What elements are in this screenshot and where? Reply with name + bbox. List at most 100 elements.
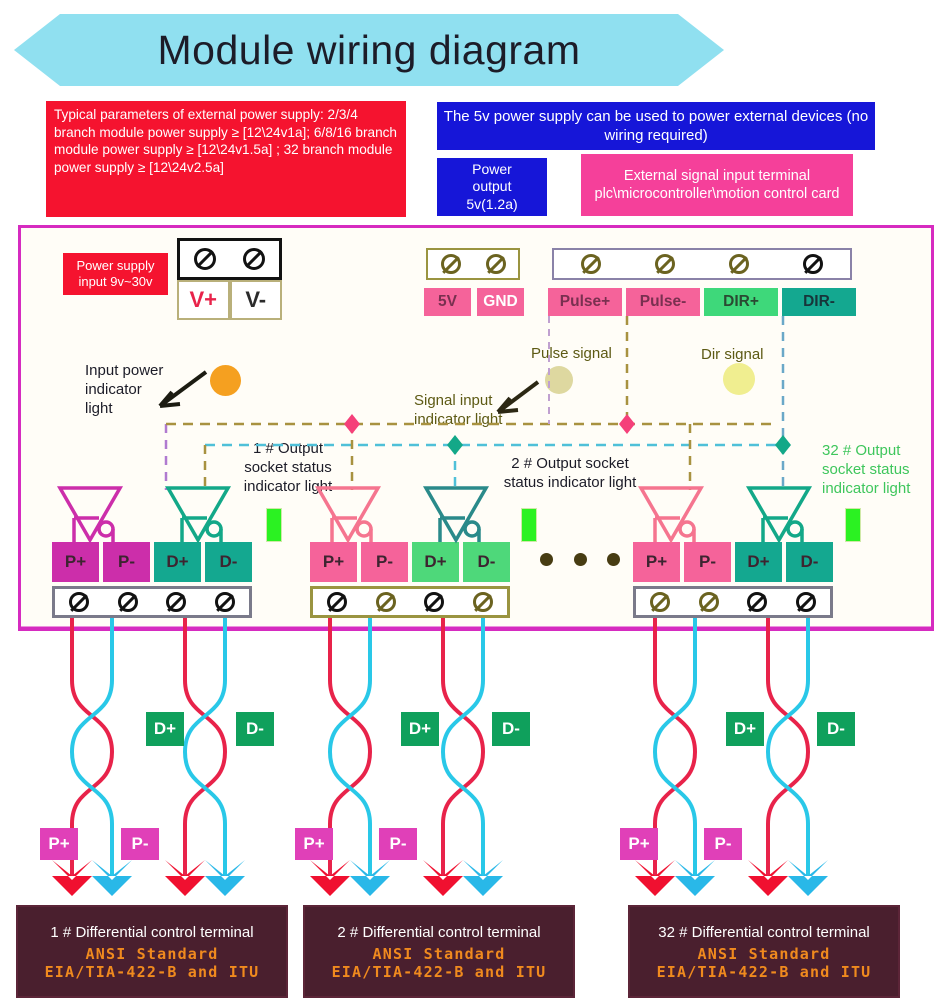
pulse-signal-label: Pulse signal: [531, 345, 612, 362]
ellipsis-dot: [573, 553, 587, 566]
pad-p-minus-2[interactable]: P-: [361, 542, 408, 582]
twisted-pair-1b: [165, 618, 245, 896]
diff-standard-line1-2: ANSI Standard: [372, 945, 506, 963]
power-supply-input-label: Power supply input 9v~30v: [63, 253, 168, 295]
diff-standard-line1-32: ANSI Standard: [697, 945, 831, 963]
output-pad-row-1: P+ P- D+ D-: [52, 542, 252, 582]
external-signal-input-box: External signal input terminal plc\micro…: [581, 154, 853, 216]
differential-terminal-box-1: 1 # Differential control terminal ANSI S…: [16, 905, 288, 998]
pad-5v[interactable]: 5V: [424, 288, 471, 316]
pad-p-plus-2[interactable]: P+: [310, 542, 357, 582]
wire-label-p-minus-32: P-: [704, 828, 742, 860]
diff-title-2: 2 # Differential control terminal: [337, 924, 541, 941]
screw-terminal-icon[interactable]: [803, 254, 823, 274]
wire-label-d-plus-32: D+: [726, 712, 764, 746]
socket-status-label-32: 32 # Output socket status indicator ligh…: [822, 442, 911, 497]
pad-dir-minus[interactable]: DIR-: [782, 288, 856, 316]
diff-standard-line1-1: ANSI Standard: [85, 945, 219, 963]
screw-terminal-icon[interactable]: [166, 592, 187, 612]
screw-terminal-icon[interactable]: [655, 254, 675, 274]
pad-p-minus-32[interactable]: P-: [684, 542, 731, 582]
pad-d-plus-2[interactable]: D+: [412, 542, 459, 582]
wire-label-d-plus-2: D+: [401, 712, 439, 746]
screw-terminal-icon[interactable]: [193, 248, 216, 270]
title-banner: Module wiring diagram: [14, 14, 724, 86]
wire-label-d-plus-1: D+: [146, 712, 184, 746]
pad-pulse-minus[interactable]: Pulse-: [626, 288, 700, 316]
diff-standard-line2-32: EIA/TIA-422-B and ITU: [656, 963, 872, 981]
differential-terminal-box-2: 2 # Differential control terminal ANSI S…: [303, 905, 575, 998]
pad-gnd[interactable]: GND: [477, 288, 524, 316]
diff-standard-line2-1: EIA/TIA-422-B and ITU: [44, 963, 260, 981]
input-power-indicator-label: Input power indicator light: [85, 362, 164, 417]
screw-terminal-icon[interactable]: [214, 592, 235, 612]
wire-label-d-minus-32: D-: [817, 712, 855, 746]
screw-terminal-icon[interactable]: [747, 592, 768, 612]
pad-d-minus-32[interactable]: D-: [786, 542, 833, 582]
twisted-pair-32a: [635, 618, 715, 896]
socket-status-label-1: 1 # Output socket status indicator light: [243, 440, 333, 495]
output-status-led-32-icon: [845, 508, 861, 542]
power-supply-parameters-box: Typical parameters of external power sup…: [46, 101, 406, 217]
ellipsis-dot: [607, 553, 620, 566]
ellipsis-dots: [540, 553, 620, 569]
screw-terminal-icon[interactable]: [795, 592, 816, 612]
ellipsis-dot: [540, 553, 553, 566]
pad-d-plus-32[interactable]: D+: [735, 542, 782, 582]
pad-v-plus[interactable]: V+: [177, 280, 230, 320]
pad-d-plus-1[interactable]: D+: [154, 542, 201, 582]
signal-screw-strip[interactable]: [552, 248, 852, 280]
screw-terminal-icon[interactable]: [375, 592, 396, 612]
wire-label-p-plus-32: P+: [620, 828, 658, 860]
screw-terminal-icon[interactable]: [243, 248, 266, 270]
pad-d-minus-2[interactable]: D-: [463, 542, 510, 582]
differential-terminal-box-32: 32 # Differential control terminal ANSI …: [628, 905, 900, 998]
input-power-led-icon: [210, 365, 241, 396]
screw-terminal-icon[interactable]: [440, 254, 461, 274]
page-title: Module wiring diagram: [157, 26, 581, 73]
screw-terminal-icon[interactable]: [485, 254, 506, 274]
power-output-box: Power output 5v(1.2a): [437, 158, 547, 216]
wire-label-p-plus-2: P+: [295, 828, 333, 860]
screw-terminal-icon[interactable]: [327, 592, 348, 612]
power-screw-strip[interactable]: [177, 238, 282, 280]
screw-terminal-icon[interactable]: [69, 592, 90, 612]
output-screw-strip-1[interactable]: [52, 586, 252, 618]
power-pad-row: V+ V-: [177, 280, 282, 320]
pad-dir-plus[interactable]: DIR+: [704, 288, 778, 316]
output-pad-row-2: P+ P- D+ D-: [310, 542, 510, 582]
pad-p-plus-32[interactable]: P+: [633, 542, 680, 582]
power-output-line2: output: [472, 178, 512, 195]
diff-title-32: 32 # Differential control terminal: [658, 924, 870, 941]
pad-v-minus[interactable]: V-: [229, 280, 282, 320]
screw-terminal-icon[interactable]: [424, 592, 445, 612]
twisted-pair-2b: [423, 618, 503, 896]
dir-signal-led-icon: [723, 363, 755, 395]
five-volt-note-box: The 5v power supply can be used to power…: [437, 102, 875, 150]
socket-status-label-2: 2 # Output socket status indicator light: [503, 455, 637, 491]
pad-pulse-plus[interactable]: Pulse+: [548, 288, 622, 316]
wire-label-p-minus-2: P-: [379, 828, 417, 860]
screw-terminal-icon[interactable]: [117, 592, 138, 612]
output-pad-row-32: P+ P- D+ D-: [633, 542, 833, 582]
output-screw-strip-2[interactable]: [310, 586, 510, 618]
screw-terminal-icon[interactable]: [729, 254, 749, 274]
pad-d-minus-1[interactable]: D-: [205, 542, 252, 582]
pulse-signal-led-icon: [545, 366, 573, 394]
power-output-line1: Power: [472, 161, 512, 178]
twisted-pair-2a: [310, 618, 390, 896]
twisted-pair-32b: [748, 618, 828, 896]
aux-pad-row: 5V GND: [424, 288, 524, 316]
power-output-line3: 5v(1.2a): [466, 195, 518, 212]
screw-terminal-icon[interactable]: [698, 592, 719, 612]
screw-terminal-icon[interactable]: [581, 254, 601, 274]
pad-p-minus-1[interactable]: P-: [103, 542, 150, 582]
pad-p-plus-1[interactable]: P+: [52, 542, 99, 582]
screw-terminal-icon[interactable]: [650, 592, 671, 612]
aux-screw-strip[interactable]: [426, 248, 520, 280]
diff-standard-line2-2: EIA/TIA-422-B and ITU: [331, 963, 547, 981]
screw-terminal-icon[interactable]: [472, 592, 493, 612]
wire-label-p-plus-1: P+: [40, 828, 78, 860]
wire-label-p-minus-1: P-: [121, 828, 159, 860]
output-screw-strip-32[interactable]: [633, 586, 833, 618]
